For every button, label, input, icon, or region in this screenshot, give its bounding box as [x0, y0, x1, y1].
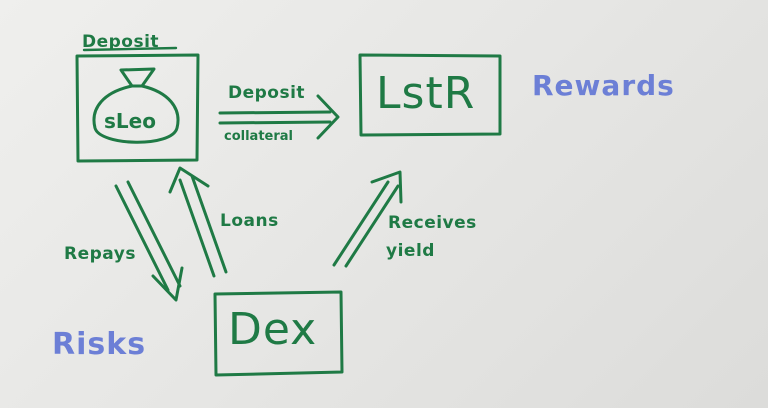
sleo-label: sLeo [104, 109, 156, 133]
loans-arrow [168, 166, 228, 278]
money-bag-icon [92, 67, 180, 144]
deposit-title: Deposit [82, 32, 160, 52]
arrow-collateral-label: collateral [224, 129, 293, 144]
receives-label: Receives [388, 213, 477, 233]
yield-label: yield [386, 241, 435, 261]
repays-label: Repays [64, 244, 136, 264]
lstr-box [358, 53, 502, 137]
deposit-collateral-arrow [218, 94, 340, 140]
deposit-title-underline [82, 46, 178, 52]
deposit-box [75, 53, 200, 163]
dex-label: Dex [228, 304, 318, 355]
arrow-deposit-label: Deposit [228, 83, 306, 103]
lstr-label: LstR [376, 68, 476, 119]
receives-yield-arrow [332, 170, 403, 268]
repays-arrow [114, 180, 184, 302]
rewards-label: Rewards [532, 69, 675, 102]
risks-label: Risks [52, 327, 147, 362]
dex-box [213, 290, 344, 377]
loans-label: Loans [220, 211, 279, 231]
